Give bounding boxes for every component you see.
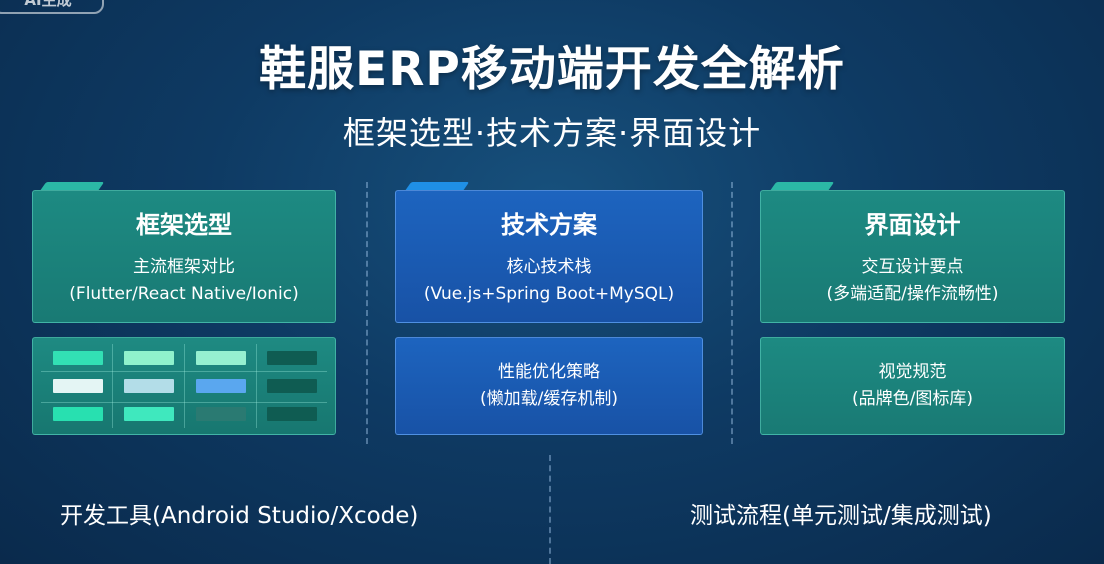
card-subtitle: 交互设计要点: [861, 257, 964, 277]
card-detail: (懒加载/缓存机制): [480, 389, 618, 409]
grid-cell: [53, 407, 103, 421]
grid-cell: [267, 379, 317, 393]
framework-comparison-grid: [32, 337, 336, 435]
page-title: 鞋服ERP移动端开发全解析: [259, 42, 845, 97]
footer-divider: [549, 455, 551, 564]
card-title: 技术方案: [501, 211, 597, 239]
card-title: 界面设计: [864, 211, 961, 239]
grid-cell: [53, 351, 103, 365]
grid-cell: [196, 351, 246, 365]
grid-line: [41, 371, 327, 372]
card-detail: (Flutter/React Native/Ionic): [69, 284, 299, 304]
card-subtitle: 核心技术栈: [506, 257, 592, 277]
testing-process-text: 测试流程(单元测试/集成测试): [690, 503, 992, 529]
framework-selection-card: 框架选型 主流框架对比 (Flutter/React Native/Ionic): [32, 190, 336, 323]
grid-cell: [124, 407, 174, 421]
grid-cell: [267, 407, 317, 421]
grid-cell: [196, 379, 246, 393]
ui-design-card: 界面设计 交互设计要点 (多端适配/操作流畅性): [760, 190, 1065, 323]
card-detail: (品牌色/图标库): [852, 389, 973, 409]
grid-line: [184, 344, 185, 428]
card-detail: (多端适配/操作流畅性): [826, 284, 999, 304]
grid-cell: [124, 379, 174, 393]
ai-generated-badge: AI生成: [0, 0, 104, 14]
card-detail: (Vue.js+Spring Boot+MySQL): [423, 284, 675, 304]
tech-solution-card: 技术方案 核心技术栈 (Vue.js+Spring Boot+MySQL): [395, 190, 703, 323]
grid-cell: [196, 407, 246, 421]
dev-tools-text: 开发工具(Android Studio/Xcode): [60, 503, 419, 529]
card-subtitle: 视觉规范: [878, 362, 947, 382]
card-subtitle: 主流框架对比: [133, 257, 235, 277]
grid-cell: [53, 379, 103, 393]
grid-line: [41, 402, 327, 403]
grid-line: [112, 344, 113, 428]
card-title: 框架选型: [136, 211, 232, 239]
column-divider-right: [731, 182, 733, 444]
grid-cell: [124, 351, 174, 365]
performance-optimization-card: 性能优化策略 (懒加载/缓存机制): [395, 337, 703, 435]
page-subtitle: 框架选型·技术方案·界面设计: [342, 114, 762, 152]
visual-spec-card: 视觉规范 (品牌色/图标库): [760, 337, 1065, 435]
column-divider-left: [366, 182, 368, 444]
grid-cell: [267, 351, 317, 365]
grid-line: [256, 344, 257, 428]
card-subtitle: 性能优化策略: [498, 362, 600, 382]
